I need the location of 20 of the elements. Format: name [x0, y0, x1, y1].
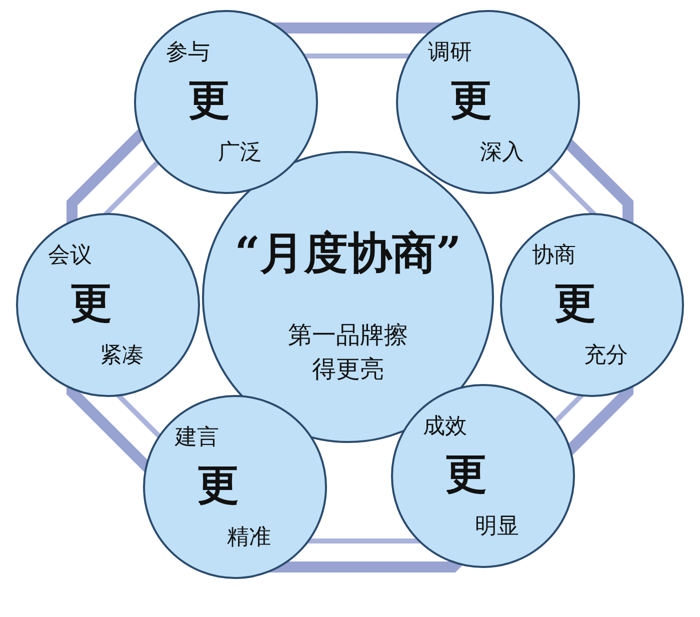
bottom-text: 紧凑 — [100, 343, 144, 369]
key-character: 更 — [450, 76, 492, 124]
top-text: 协商 — [532, 243, 576, 269]
key-character: 更 — [554, 279, 596, 327]
top-text: 成效 — [423, 414, 467, 440]
bottom-text: 精准 — [227, 525, 271, 551]
bottom-text: 明显 — [475, 514, 519, 540]
bottom-text: 深入 — [480, 140, 524, 166]
key-character: 更 — [70, 279, 112, 327]
top-text: 参与 — [166, 40, 210, 66]
key-character: 更 — [197, 461, 239, 509]
key-character: 更 — [188, 76, 230, 124]
bottom-text: 广泛 — [218, 140, 262, 166]
main-title: “月度协商” — [234, 228, 462, 280]
top-text: 调研 — [428, 40, 472, 66]
key-character: 更 — [445, 450, 487, 498]
bottom-text: 充分 — [584, 343, 628, 369]
top-text: 建言 — [175, 425, 219, 451]
subtitle-text: 第一品牌擦得更亮 — [287, 320, 409, 385]
top-text: 会议 — [48, 243, 92, 269]
